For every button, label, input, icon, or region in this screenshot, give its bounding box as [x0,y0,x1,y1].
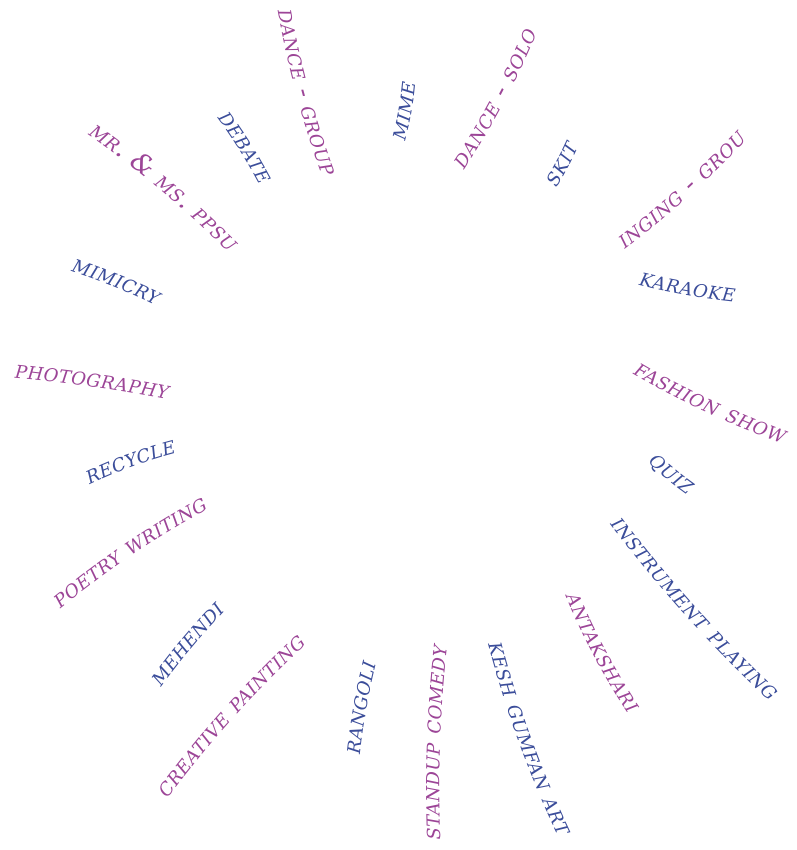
activity-label-fashion-show: fashion show [628,353,792,451]
activity-label-skit: skit [536,134,585,191]
activity-label-karaoke: karaoke [636,262,738,309]
activity-label-mimicry: mimicry [67,249,167,313]
activity-label-antakshari: antakshari [558,585,648,718]
activity-label-quiz: quiz [643,445,702,501]
activity-label-rangoli: rangoli [337,657,383,756]
activity-label-mime: mime [382,79,422,143]
activity-label-mehendi: mehendi [142,594,231,692]
activity-label-standup-comedy: standup comedy [416,641,454,840]
activity-label-recycle: recycle [79,430,179,491]
activity-label-kesh-gumfan-art: kesh gumfan art [481,637,580,841]
activity-label-dance-solo: dance - solo [444,22,544,174]
activity-label-dance-group: dance - group [271,5,345,180]
activity-label-photography: photography [13,355,174,407]
activity-label-poetry-writing: poetry writing [45,488,212,614]
activity-label-debate: debate [211,103,280,188]
activity-label-mr-ms-ppsu: mr. & ms. ppsu [83,115,246,258]
